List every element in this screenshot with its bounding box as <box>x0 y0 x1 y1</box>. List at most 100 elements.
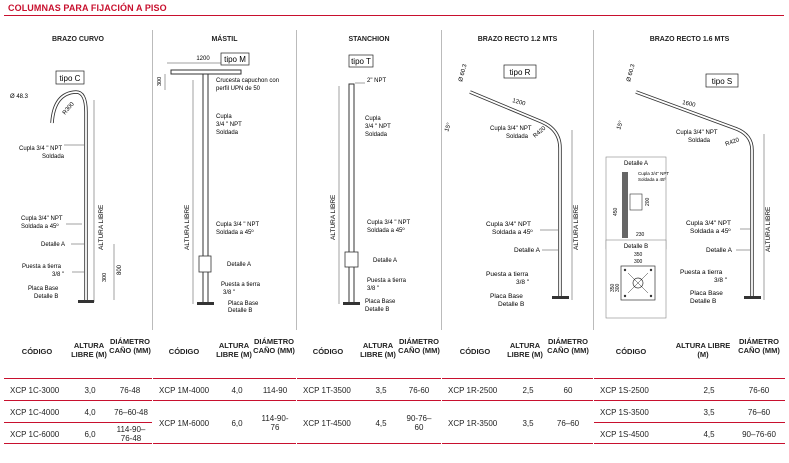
dim-350: 350 <box>610 283 616 292</box>
cupla-label: 3/4 " NPT <box>365 124 391 130</box>
height-dim-label: ALTURA LIBRE <box>765 206 772 252</box>
type-tag-box <box>55 70 85 85</box>
panel-stanchion: STANCHION tipo T 2" NPT Cupla 3/4 " NPT … <box>297 20 441 463</box>
table-row: XCP 1S-3500 3,5 76–60 <box>594 400 785 422</box>
panel-brazo-recto-12: BRAZO RECTO 1.2 MTS Ø 60.3 tipo R 1200 1… <box>442 20 593 463</box>
panel-mastil: MÁSTIL 1200 tipo M 300 Crucesta capuchon… <box>153 20 296 463</box>
header-height: ALTURA LIBRE (M) <box>360 341 396 359</box>
cupla-label: Cupla 3/4 " NPT <box>216 222 259 228</box>
straight-arm <box>469 90 562 298</box>
panel-brazo-curvo: BRAZO CURVO tipo C Ø 48.3 R300 Cupla 3/4… <box>4 20 152 463</box>
spec-table: XCP 1C-3000 3,0 76-48 XCP 1C-4000 4,0 76… <box>4 378 152 444</box>
straight-arm-inner <box>469 91 561 298</box>
table-row: XCP 1C-4000 4,0 76–60-48 <box>4 400 152 422</box>
detail-label: Detalle A <box>706 247 733 254</box>
dim-230: 230 <box>636 232 645 238</box>
column-separator <box>593 30 594 330</box>
header-code: CÓDIGO <box>312 347 344 356</box>
table-row: XCP 1C-3000 3,0 76-48 <box>4 378 152 400</box>
header-height: ALTURA LIBRE (M) <box>71 341 107 359</box>
base-label: Detalle B <box>34 294 58 300</box>
base-plate <box>197 302 214 305</box>
header-code: CÓDIGO <box>21 347 53 356</box>
table-row: XCP 1R-2500 2,5 60 <box>442 378 593 400</box>
straight-arm-inner <box>635 91 753 298</box>
base-plate <box>343 302 360 305</box>
diameter-label: Ø 60.3 <box>626 63 637 83</box>
cupla-label: Soldada <box>216 130 239 136</box>
dim-450: 450 <box>613 207 619 216</box>
height-dim-label: ALTURA LIBRE <box>330 194 337 240</box>
dim-800: 800 <box>117 264 123 275</box>
detail-a-title: Detalle A <box>624 161 648 167</box>
table-row: XCP 1S-2500 2,5 76-60 <box>594 378 785 400</box>
base-label: Detalle B <box>365 307 389 313</box>
header-code: CÓDIGO <box>168 347 200 356</box>
crossbar-label: perfil UPN de 50 <box>216 86 261 92</box>
spec-table: XCP 1S-2500 2,5 76-60 XCP 1S-3500 3,5 76… <box>594 378 785 444</box>
type-tag: tipo S <box>712 77 732 86</box>
panel-title: BRAZO RECTO 1.2 MTS <box>477 36 558 43</box>
diameter-label: Ø 60.3 <box>458 63 469 83</box>
drawing-brazo-recto-12: Ø 60.3 tipo R 1200 15° Cupla 3/4" NPT So… <box>444 63 580 308</box>
height-dim-label: ALTURA LIBRE <box>98 204 105 250</box>
column-separator <box>152 30 153 330</box>
cupla-label: Soldada a 45º <box>21 223 59 230</box>
header-height: ALTURA LIBRE (M) <box>675 341 731 359</box>
cupla-label: 3/4 " NPT <box>216 122 242 128</box>
ground-label: 3/8 " <box>516 279 530 286</box>
ground-label: Puesta a tierra <box>22 264 62 270</box>
crossbar <box>170 69 242 75</box>
panel-title: STANCHION <box>348 36 390 43</box>
header-height: ALTURA LIBRE (M) <box>216 341 252 359</box>
type-tag-box <box>348 54 374 68</box>
base-label: Placa Base <box>690 290 723 297</box>
table-header: CÓDIGO ALTURA LIBRE (M) DIÁMETRO CAÑO (M… <box>153 337 296 385</box>
type-tag: tipo C <box>60 74 81 83</box>
page-title: COLUMNAS PARA FIJACIÓN A PISO <box>8 3 167 13</box>
ground-label: 3/8 " <box>52 272 64 278</box>
table-row: XCP 1T-4500 4,5 90-76–60 <box>297 400 441 444</box>
dim-300: 300 <box>102 273 108 282</box>
cupla-label: Soldada <box>688 138 711 144</box>
detail-label: Detalle A <box>514 247 541 254</box>
header-diameter: DIÁMETRO CAÑO (MM) <box>547 337 589 355</box>
table-row: XCP 1T-3500 3,5 76-60 <box>297 378 441 400</box>
detail-a-note: Cupla 3/4" NPT <box>638 171 669 176</box>
dim-1600: 1600 <box>682 100 697 109</box>
table-row: XCP 1R-3500 3,5 76–60 <box>442 400 593 444</box>
column-separator <box>296 30 297 330</box>
table-header: CÓDIGO ALTURA LIBRE (M) DIÁMETRO CAÑO (M… <box>4 337 152 385</box>
drawing-brazo-recto-16: Ø 60.3 tipo S 1600 15° Cupla 3/4" NPT So… <box>605 63 772 319</box>
dim-300: 300 <box>615 283 621 292</box>
ground-label: Puesta a tierra <box>221 282 261 288</box>
cupla-label: Cupla 3/4" NPT <box>686 220 731 227</box>
table-row: XCP 1M-6000 6,0 114-90-76 <box>153 400 296 444</box>
dim-1200: 1200 <box>196 56 210 62</box>
ground-label: Puesta a tierra <box>367 278 407 284</box>
detail-box <box>344 251 359 268</box>
base-label: Detalle B <box>228 308 252 314</box>
stanchion-pole <box>348 83 355 305</box>
type-tag: tipo R <box>510 68 531 77</box>
cupla-label: Cupla 3/4" NPT <box>676 130 718 136</box>
dim-300: 300 <box>634 259 643 265</box>
radius-label: R420 <box>532 125 547 139</box>
table-header: CÓDIGO ALTURA LIBRE (M) DIÁMETRO CAÑO (M… <box>442 337 593 385</box>
ground-label: Puesta a tierra <box>486 271 529 278</box>
base-plate <box>552 296 569 299</box>
header-height: ALTURA LIBRE (M) <box>507 341 543 359</box>
spec-table: XCP 1R-2500 2,5 60 XCP 1R-3500 3,5 76–60 <box>442 378 593 444</box>
detail-box <box>198 255 212 273</box>
base-label: Placa Base <box>228 301 259 307</box>
base-label: Placa Base <box>490 293 523 300</box>
cupla-label: Cupla <box>365 116 381 122</box>
radius-label: R300 <box>62 101 76 116</box>
table-row: XCP 1S-4500 4,5 90–76-60 <box>594 422 785 444</box>
header-code: CÓDIGO <box>615 347 647 356</box>
base-plate <box>744 296 761 299</box>
dim-200: 200 <box>645 197 651 206</box>
cupla-label: Cupla 3/4" NPT <box>21 216 63 222</box>
npt-label: 2" NPT <box>367 78 386 84</box>
angle-label: 15° <box>444 122 453 133</box>
